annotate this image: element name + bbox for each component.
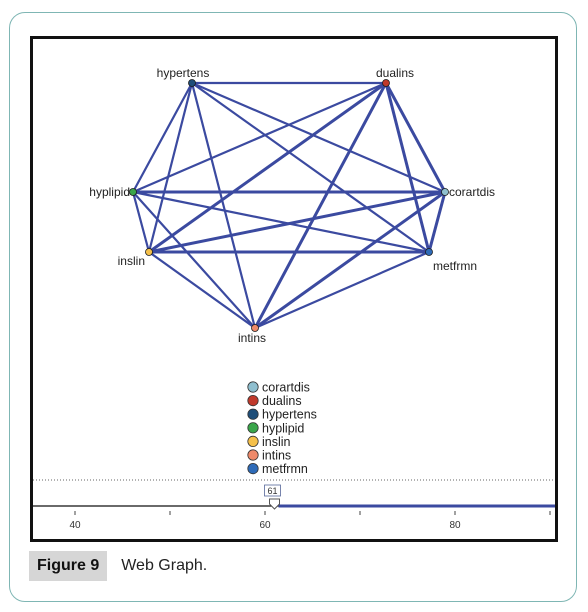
- node-intins[interactable]: [251, 324, 259, 332]
- node-metfrmn[interactable]: [425, 248, 433, 256]
- edge-hypertens-inslin: [147, 81, 194, 254]
- web-graph: hypertens dualins hyplipid corartdis ins…: [33, 66, 555, 531]
- node-corartdis[interactable]: [441, 188, 449, 196]
- slider-tick-label-60: 60: [259, 520, 271, 531]
- legend-swatch-corartdis: [247, 381, 259, 393]
- edge-hyplipid-intins: [131, 190, 257, 330]
- slider-handle[interactable]: [269, 498, 280, 510]
- figure-title: Web Graph.: [121, 557, 208, 574]
- legend-swatch-dualins: [247, 394, 259, 407]
- node-inslin[interactable]: [145, 248, 153, 256]
- edge-corartdis-intins: [253, 190, 447, 330]
- legend-label-inslin: inslin: [262, 435, 291, 449]
- legend-label-intins: intins: [262, 449, 291, 463]
- edge-dualins-corartdis: [384, 81, 447, 194]
- edge-hypertens-intins: [190, 81, 257, 330]
- node-label-intins: intins: [238, 331, 266, 345]
- figure-number: Figure 9: [29, 551, 108, 581]
- figure-caption: Figure 9 Web Graph.: [29, 551, 207, 581]
- edge-hyplipid-inslin: [131, 190, 151, 254]
- edge-hypertens-metfrmn: [190, 81, 431, 254]
- node-dualins[interactable]: [382, 79, 390, 87]
- legend-label-hyplipid: hyplipid: [262, 421, 304, 435]
- node-label-hyplipid: hyplipid: [89, 185, 130, 199]
- threshold-slider[interactable]: 40 60 80 61: [33, 479, 555, 531]
- slider-tick-label-80: 80: [449, 520, 461, 531]
- legend-swatch-hypertens: [247, 408, 259, 420]
- web-graph-panel: hypertens dualins hyplipid corartdis ins…: [30, 36, 558, 542]
- node-hyplipid[interactable]: [129, 188, 137, 196]
- node-label-dualins: dualins: [376, 66, 414, 80]
- legend-swatch-intins: [247, 449, 259, 461]
- edge-hyplipid-metfrmn: [131, 190, 431, 254]
- edge-metfrmn-intins: [253, 250, 431, 330]
- node-label-hypertens: hypertens: [157, 66, 210, 80]
- edge-dualins-hyplipid: [131, 81, 388, 194]
- edges-layer: [131, 81, 447, 330]
- node-label-metfrmn: metfrmn: [433, 259, 477, 273]
- edge-hypertens-corartdis: [190, 81, 447, 194]
- edge-hypertens-hyplipid: [131, 81, 194, 194]
- slider-value-label: 61: [267, 486, 277, 496]
- node-hypertens[interactable]: [188, 79, 196, 87]
- edge-dualins-intins: [253, 81, 388, 330]
- node-label-corartdis: corartdis: [449, 185, 495, 199]
- node-labels-layer: hypertens dualins hyplipid corartdis ins…: [89, 66, 495, 345]
- nodes-layer: [129, 79, 449, 332]
- slider-ticks: [74, 511, 551, 515]
- slider-tick-label-40: 40: [69, 520, 81, 531]
- legend-swatch-metfrmn: [247, 462, 259, 475]
- node-label-inslin: inslin: [118, 254, 145, 268]
- legend-swatch-inslin: [247, 435, 259, 447]
- legend: corartdis dualins hypertens hyplipid ins…: [247, 381, 317, 476]
- legend-label-hypertens: hypertens: [262, 408, 317, 422]
- edge-dualins-metfrmn: [384, 81, 431, 254]
- legend-label-corartdis: corartdis: [262, 381, 310, 395]
- edge-dualins-inslin: [147, 81, 388, 254]
- legend-swatch-hyplipid: [247, 422, 259, 434]
- edge-inslin-intins: [147, 250, 257, 330]
- edge-corartdis-metfrmn: [427, 190, 447, 254]
- slider-value-box: [264, 484, 281, 497]
- legend-label-dualins: dualins: [262, 394, 302, 408]
- edge-corartdis-inslin: [147, 190, 447, 254]
- legend-label-metfrmn: metfrmn: [262, 462, 308, 476]
